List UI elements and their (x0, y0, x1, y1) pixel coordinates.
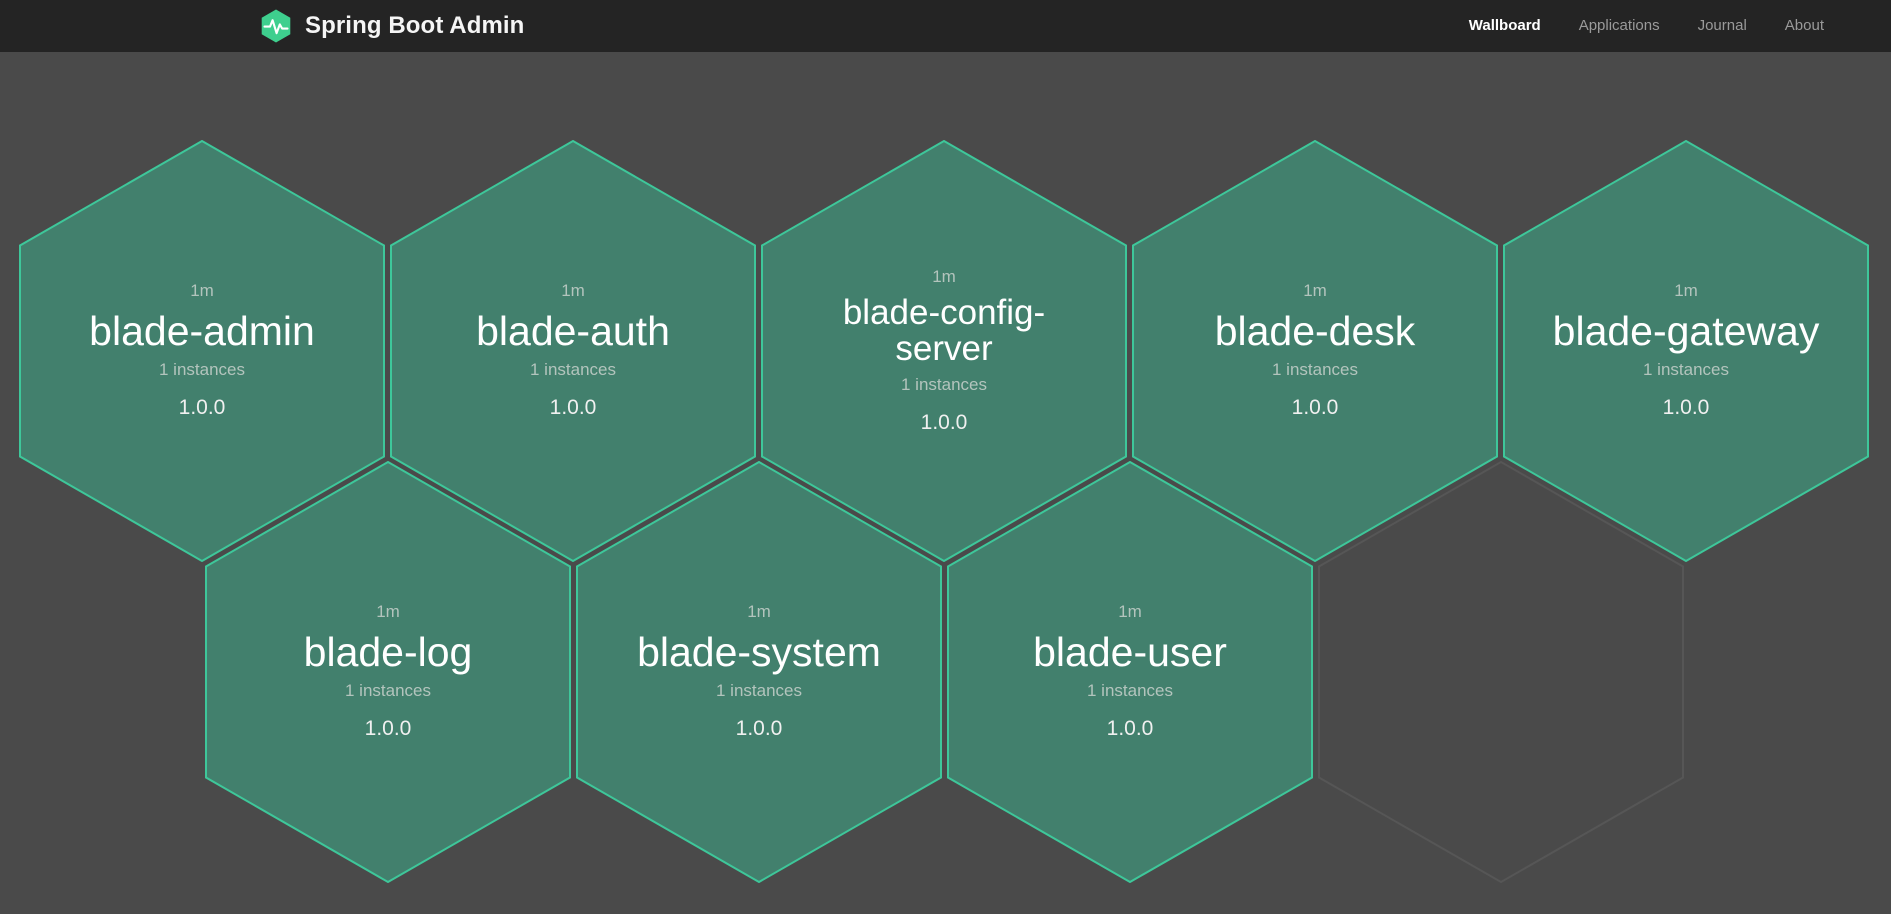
hexagon-shape (390, 140, 756, 562)
hexagon-shape (1318, 461, 1684, 883)
brand-title: Spring Boot Admin (305, 12, 525, 39)
nav-links: Wallboard Applications Journal About (1450, 0, 1843, 52)
hexagon-shape (1132, 140, 1498, 562)
nav-item-applications[interactable]: Applications (1578, 17, 1660, 34)
hexagon-shape (1503, 140, 1869, 562)
hexagon-placeholder (1318, 461, 1684, 883)
hexagon-shape (761, 140, 1127, 562)
hexagon-shape (19, 140, 385, 562)
nav-item-about[interactable]: About (1784, 17, 1824, 34)
top-navbar: Spring Boot Admin Wallboard Applications… (0, 0, 1891, 52)
nav-item-wallboard[interactable]: Wallboard (1468, 17, 1541, 34)
brand-link[interactable]: Spring Boot Admin (258, 8, 524, 44)
pulse-hexagon-icon (261, 9, 291, 43)
nav-item-journal[interactable]: Journal (1697, 17, 1747, 34)
hexagon-shape (205, 461, 571, 883)
hexagon-shape (947, 461, 1313, 883)
hexagon-shape (576, 461, 942, 883)
